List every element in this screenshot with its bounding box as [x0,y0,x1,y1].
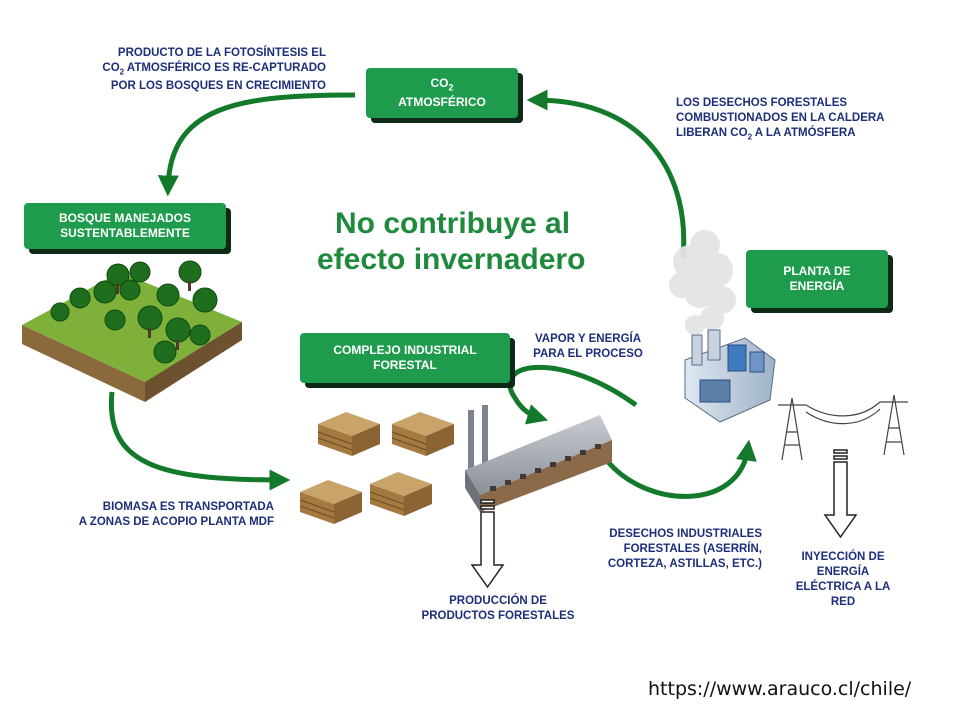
production-label: PRODUCCIÓN DE PRODUCTOS FORESTALES [402,594,594,624]
plant-box-line2: ENERGÍA [789,279,845,293]
headline: No contribuye al efecto invernadero [317,206,585,278]
forest-box-line2: SUSTENTABLEMENTE [60,226,190,240]
co2-box-co: CO [430,75,449,90]
injection-line4: RED [830,596,856,608]
industrial-waste-line2: FORESTALES (ASERRÍN, [623,543,762,555]
production-line1: PRODUCCIÓN DE [449,595,547,607]
headline-line1: No contribuye al [335,207,571,240]
industrial-waste-line1: DESECHOS INDUSTRIALES [609,528,762,540]
photosynthesis-line1: PRODUCTO DE LA FOTOSÍNTESIS EL [117,47,326,59]
arrow-down-injection [823,449,858,539]
photosynthesis-sub: 2 [119,67,125,77]
plant-box-line1: PLANTA DE [783,264,851,278]
co2-atmospheric-box: CO2 ATMOSFÉRICO [366,68,518,118]
photosynthesis-line3: POR LOS BOSQUES EN CRECIMIENTO [110,80,326,93]
industrial-box-line2: FORESTAL [373,358,437,372]
waste-burned-line1: LOS DESECHOS FORESTALES [676,97,848,109]
steam-line1: VAPOR Y ENERGÍA [534,333,642,345]
biomass-label: BIOMASA ES TRANSPORTADA A ZONAS DE ACOPI… [52,500,274,530]
biomass-line1: BIOMASA ES TRANSPORTADA [102,501,274,513]
photosynthesis-line2: CO2 ATMOSFÉRICO ES RE-CAPTURADO [74,61,326,79]
steam-line2: PARA EL PROCESO [533,348,643,360]
co2-box-sub: 2 [448,82,454,93]
photosynthesis-co: CO [102,62,120,74]
arrow-co2-to-forest [157,92,356,197]
waste-burned-post: A LA ATMÓSFERA [752,127,856,139]
arrow-down-production [470,499,505,589]
photosynthesis-label: PRODUCTO DE LA FOTOSÍNTESIS EL CO2 ATMOS… [74,46,326,94]
industrial-waste-line3: CORTEZA, ASTILLAS, ETC.) [607,558,762,570]
injection-label: INYECCIÓN DE ENERGÍA ELÉCTRICA A LA RED [780,550,906,610]
injection-line3: ELÉCTRICA A LA [795,581,891,593]
industrial-box-line1: COMPLEJO INDUSTRIAL [333,343,477,357]
power-plant-box: PLANTA DE ENERGÍA [746,250,888,308]
injection-line2: ENERGÍA [816,566,870,578]
arrow-plant-to-co2 [526,89,687,259]
power-plant-illustration [669,230,908,461]
waste-burned-co: LIBERAN CO [676,127,748,139]
headline-line2: efecto invernadero [317,243,586,276]
industrial-waste-label: DESECHOS INDUSTRIALES FORESTALES (ASERRÍ… [566,527,762,572]
source-url: https://www.arauco.cl/chile/ [648,678,912,700]
co2-box-line2: ATMOSFÉRICO [398,95,486,110]
industrial-complex-box: COMPLEJO INDUSTRIAL FORESTAL [300,333,510,383]
biomass-line2: A ZONAS DE ACOPIO PLANTA MDF [78,516,274,528]
steam-energy-label: VAPOR Y ENERGÍA PARA EL PROCESO [518,332,658,362]
injection-line1: INYECCIÓN DE [801,551,885,563]
waste-burned-sub: 2 [747,132,753,142]
factory-illustration [465,405,612,512]
photosynthesis-post: ATMOSFÉRICO ES RE-CAPTURADO [124,62,326,74]
waste-burned-label: LOS DESECHOS FORESTALES COMBUSTIONADOS E… [676,96,885,144]
waste-burned-line3: LIBERAN CO2 A LA ATMÓSFERA [676,126,885,144]
production-line2: PRODUCTOS FORESTALES [421,610,575,622]
forest-box-line1: BOSQUE MANEJADOS [58,211,192,225]
waste-burned-line2: COMBUSTIONADOS EN LA CALDERA [676,112,885,124]
arrow-steam-to-factory [507,364,638,425]
forest-illustration [22,260,242,402]
arrow-waste-to-plant [606,439,757,499]
lumber-stacks [299,412,454,524]
managed-forest-box: BOSQUE MANEJADOS SUSTENTABLEMENTE [24,203,226,249]
arrow-forest-to-lumber [108,391,291,491]
